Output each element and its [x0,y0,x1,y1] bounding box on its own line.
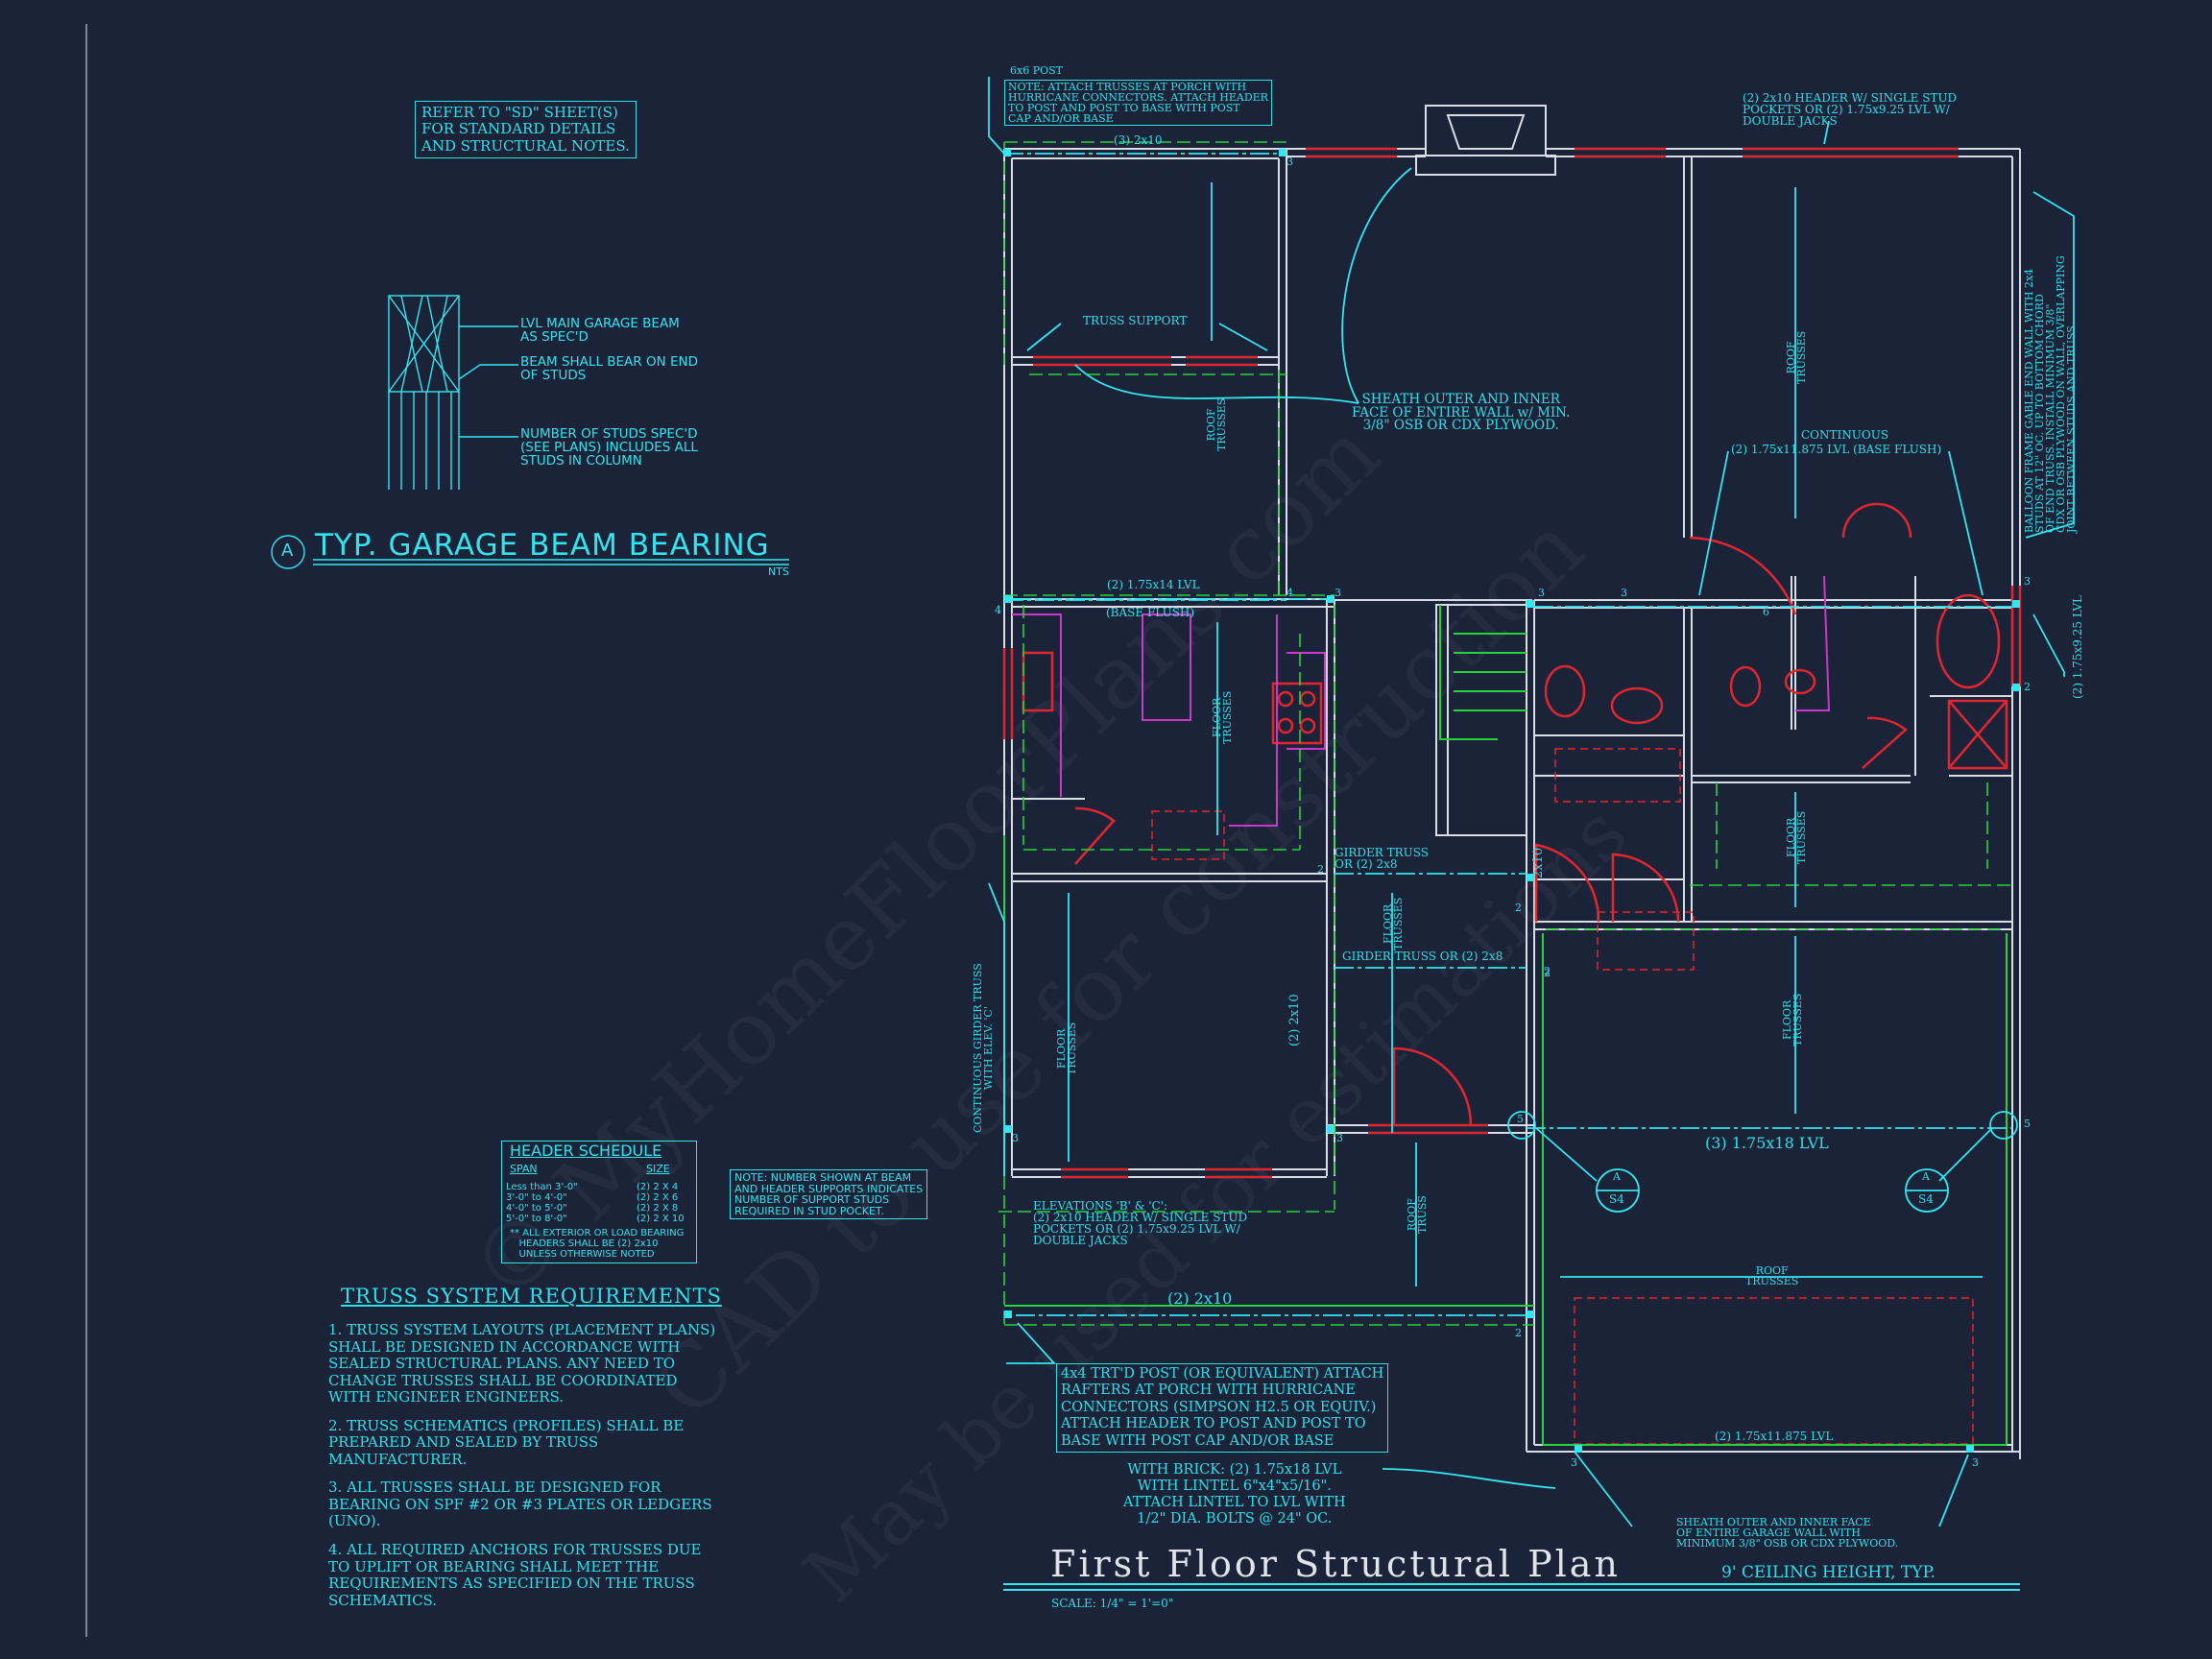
stud-count: 3 [1538,587,1545,599]
callout-header-top-right: (2) 2x10 HEADER W/ SINGLE STUD POCKETS O… [1743,91,1958,128]
label-floor-trusses: FLOOR TRUSSES [1211,690,1234,744]
callout-header-2-2x10-vertical: (2) 2x10 [1287,994,1302,1046]
stud-count: 3 [1334,587,1341,599]
beam-label-studs: NUMBER OF STUDS SPEC'D (SEE PLANS) INCLU… [520,426,698,469]
callout-continuous: CONTINUOUS [1801,428,1889,442]
section-marker-sheet: S4 [1918,1192,1934,1206]
callout-balloon-frame: BALLOON FRAME GABLE END WALL WITH 2x4 ST… [2023,255,2078,533]
label-roof-trusses: ROOF TRUSSES [1205,397,1228,451]
ceiling-height: 9' CEILING HEIGHT, TYP. [1721,1563,1936,1582]
label-floor-trusses: FLOOR TRUSSES [1781,993,1804,1046]
header-schedule-row: Less than 3'-0" (2) 2 X 4 [506,1182,685,1192]
callout-with-brick: WITH BRICK: (2) 1.75x18 LVL WITH LINTEL … [1123,1462,1346,1527]
span-cell: 3'-0" to 4'-0" [506,1192,567,1203]
callout-header-3-2x10: (3) 2x10 [1114,133,1163,147]
stud-count: 3 [1336,1132,1343,1144]
callout-truss-support: TRUSS SUPPORT [1083,314,1188,327]
label-floor-trusses: FLOOR TRUSSES [1785,810,1808,864]
callout-header-2x10-short: 2x10 [1531,847,1546,878]
stud-count: 3 [1972,1456,1979,1469]
label-floor-trusses: FLOOR TRUSSES [1055,1022,1078,1075]
callout-lvl-3-175x18: (3) 1.75x18 LVL [1705,1134,1829,1152]
detail-title: TYP. GARAGE BEAM BEARING [315,528,770,563]
truss-requirements-list: 1. TRUSS SYSTEM LAYOUTS (PLACEMENT PLANS… [328,1321,716,1609]
label-roof-trusses-garage: ROOF TRUSSES [1745,1264,1799,1287]
label-roof-truss: ROOF TRUSS [1406,1195,1429,1234]
callout-lvl-175x14: (2) 1.75x14 LVL [1107,578,1200,591]
refer-sd-note: REFER TO "SD" SHEET(S) FOR STANDARD DETA… [415,101,637,158]
header-schedule-span-col: SPAN [510,1163,538,1175]
callout-sheath-top: SHEATH OUTER AND INNER FACE OF ENTIRE WA… [1352,392,1571,433]
stud-count: 2 [2024,681,2031,693]
detail-marker: A [281,541,294,561]
span-cell: Less than 3'-0" [506,1182,578,1192]
stud-count: 2 [1515,902,1522,914]
truss-requirements-title: TRUSS SYSTEM REQUIREMENTS [341,1285,722,1308]
stud-count: 3 [1621,587,1627,599]
label-floor-trusses: FLOOR TRUSSES [1382,897,1405,950]
header-schedule-title: HEADER SCHEDULE [510,1142,662,1160]
truss-requirement-item: 3. ALL TRUSSES SHALL BE DESIGNED FOR BEA… [328,1479,712,1530]
stud-count: 4 [1286,587,1293,599]
callout-sheath-garage: SHEATH OUTER AND INNER FACE OF ENTIRE GA… [1676,1516,1899,1550]
callout-base-flush: (BASE FLUSH) [1106,606,1195,619]
section-marker-letter: A [1613,1170,1621,1183]
header-schedule-row: 4'-0" to 5'-0" (2) 2 X 8 [506,1203,685,1214]
header-schedule-rows: Less than 3'-0" (2) 2 X 4 3'-0" to 4'-0" (… [506,1182,685,1224]
detail-scale: NTS [768,565,789,578]
plan-title: First Floor Structural Plan [1050,1543,1621,1585]
callout-porch-note: NOTE: ATTACH TRUSSES AT PORCH WITH HURRI… [1004,80,1272,126]
callout-lvl-925-right: (2) 1.75x9.25 LVL [2071,594,2084,699]
plan-scale: SCALE: 1/4" = 1'=0" [1051,1597,1174,1610]
stud-count: 3 [1571,1456,1577,1469]
size-cell: (2) 2 X 6 [637,1192,679,1203]
span-cell: 5'-0" to 8'-0" [506,1214,567,1224]
beam-label-lvl: LVL MAIN GARAGE BEAM AS SPEC'D [520,316,680,346]
stud-count: 3 [2024,575,2031,588]
stud-count-note: NOTE: NUMBER SHOWN AT BEAM AND HEADER SU… [730,1169,928,1220]
stud-count: 2 [1515,1327,1522,1339]
truss-requirement-item: 1. TRUSS SYSTEM LAYOUTS (PLACEMENT PLANS… [328,1321,716,1407]
callout-lvl-2-175x11875: (2) 1.75x11.875 LVL [1715,1430,1834,1443]
beam-label-bear: BEAM SHALL BEAR ON END OF STUDS [520,354,698,384]
span-cell: 4'-0" to 5'-0" [506,1203,567,1214]
label-roof-trusses: ROOF TRUSSES [1785,330,1808,384]
stud-count: 5 [2024,1118,2031,1130]
truss-requirement-item: 2. TRUSS SCHEMATICS (PROFILES) SHALL BE … [328,1416,685,1468]
stud-count: 2 [1544,967,1551,979]
callout-4x4-post: 4x4 TRT'D POST (OR EQUIVALENT) ATTACH RA… [1056,1363,1389,1453]
header-schedule-row: 3'-0" to 4'-0" (2) 2 X 6 [506,1192,685,1203]
header-schedule-size-col: SIZE [646,1163,670,1175]
header-schedule: HEADER SCHEDULE SPAN SIZE Less than 3'-0… [501,1141,697,1263]
truss-requirement-item: 4. ALL REQUIRED ANCHORS FOR TRUSSES DUE … [328,1541,702,1609]
beam-bearing-detail [271,295,789,569]
stud-count: 6 [1763,606,1769,618]
callout-elevations-bc: ELEVATIONS 'B' & 'C': (2) 2x10 HEADER W/… [1033,1199,1248,1247]
callout-girder-truss-or: GIRDER TRUSS OR (2) 2x8 [1342,950,1503,963]
stud-count: 5 [1517,1113,1524,1125]
stud-count: 3 [1012,1132,1019,1144]
size-cell: (2) 2 X 8 [637,1203,679,1214]
floor-plan [988,77,2075,1591]
stud-count: 3 [1286,156,1293,168]
size-cell: (2) 2 X 4 [637,1182,679,1192]
callout-continuous-girder: CONTINUOUS GIRDER TRUSS WITH ELEV. 'C' [972,963,995,1133]
stud-count: 2 [1317,863,1324,876]
header-schedule-footnote: ** ALL EXTERIOR OR LOAD BEARING HEADERS … [510,1228,685,1260]
section-marker-sheet: S4 [1609,1192,1624,1206]
section-marker-letter: A [1922,1170,1930,1183]
callout-6x6-post: 6x6 POST [1010,64,1063,77]
callout-header-2-2x10-porch: (2) 2x10 [1167,1289,1233,1308]
stud-count: 2 [1544,965,1551,977]
size-cell: (2) 2 X 10 [637,1214,685,1224]
callout-lvl-base-flush-right: (2) 1.75x11.875 LVL (BASE FLUSH) [1731,443,1942,456]
header-schedule-row: 5'-0" to 8'-0" (2) 2 X 10 [506,1214,685,1224]
callout-girder-truss-2x8: GIRDER TRUSS OR (2) 2x8 [1334,846,1429,871]
stud-count: 4 [995,604,1001,616]
